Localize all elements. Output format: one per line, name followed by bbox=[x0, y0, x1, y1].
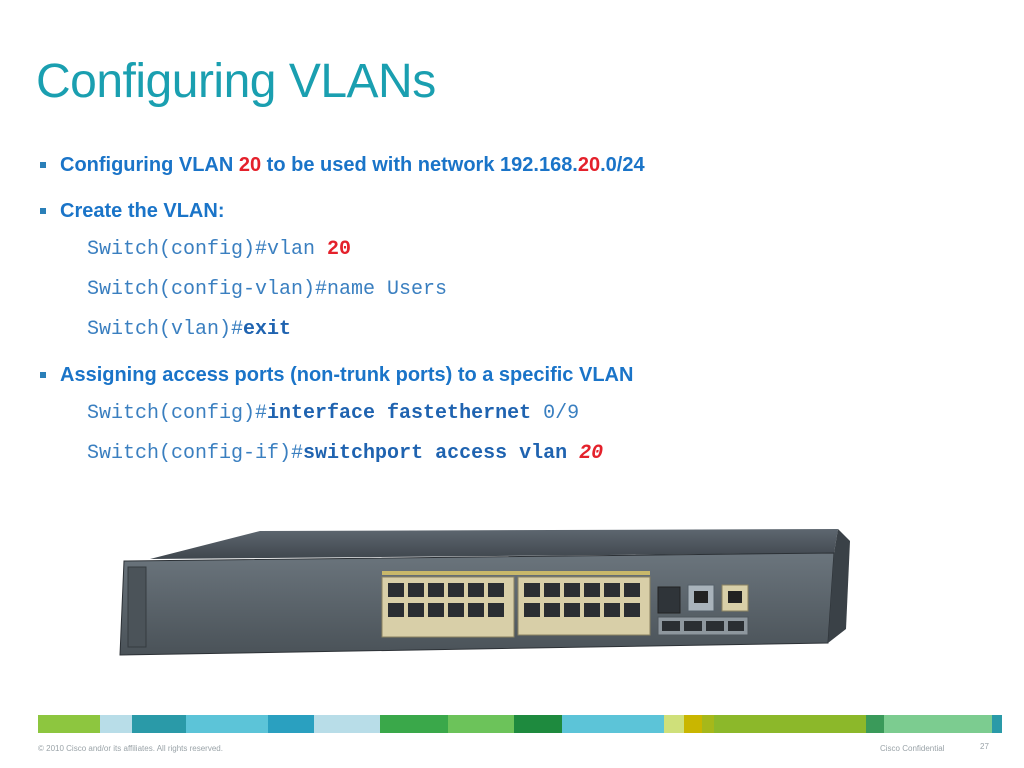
color-band bbox=[562, 715, 664, 733]
network-switch-image bbox=[119, 529, 850, 656]
color-band bbox=[714, 715, 866, 733]
bullet3-text: Assigning access ports (non-trunk ports)… bbox=[60, 364, 634, 386]
color-band bbox=[884, 715, 992, 733]
bullet1-vlan-id: 20 bbox=[238, 154, 262, 176]
bullet1-part1: Configuring VLAN bbox=[60, 154, 239, 176]
color-band bbox=[268, 715, 314, 733]
color-band bbox=[380, 715, 448, 733]
code-line-vlan: Switch(config)#vlan 20 bbox=[87, 238, 351, 261]
code-prefix: Switch(config-if)# bbox=[87, 442, 304, 465]
bullet1-part2: to be used with network 192.168. bbox=[261, 154, 578, 176]
code-cmd: switchport access vlan bbox=[303, 442, 580, 465]
code-cmd: interface fastethernet bbox=[267, 402, 532, 425]
copyright-text: © 2010 Cisco and/or its affiliates. All … bbox=[38, 744, 223, 753]
code-line-exit: Switch(vlan)#exit bbox=[87, 318, 291, 341]
bullet1-subnet-octet: 20 bbox=[577, 154, 601, 176]
color-band bbox=[314, 715, 380, 733]
color-band bbox=[100, 715, 132, 733]
code-vlan-id: 20 bbox=[327, 238, 352, 261]
color-band bbox=[186, 715, 268, 733]
page-number: 27 bbox=[980, 742, 989, 751]
color-band bbox=[992, 715, 1002, 733]
color-band bbox=[38, 715, 100, 733]
uplink-ports bbox=[657, 584, 749, 636]
ethernet-port-block bbox=[381, 576, 515, 638]
color-band bbox=[684, 715, 702, 733]
code-arg: 0/9 bbox=[531, 402, 580, 425]
footer-color-strip bbox=[38, 715, 1002, 733]
color-band bbox=[702, 715, 714, 733]
confidential-label: Cisco Confidential bbox=[880, 744, 945, 753]
code-line-interface: Switch(config)#interface fastethernet 0/… bbox=[87, 402, 579, 425]
bullet-square-icon bbox=[40, 208, 46, 214]
color-band bbox=[866, 715, 884, 733]
bullet-square-icon bbox=[40, 372, 46, 378]
bullet-vlan-network: Configuring VLAN 20 to be used with netw… bbox=[40, 154, 645, 177]
code-line-name: Switch(config-vlan)#name Users bbox=[87, 278, 447, 301]
bullet-assign-ports: Assigning access ports (non-trunk ports)… bbox=[40, 364, 633, 387]
code-text: Switch(config-vlan)#name Users bbox=[87, 278, 448, 301]
code-line-switchport: Switch(config-if)#switchport access vlan… bbox=[87, 442, 603, 465]
color-band bbox=[514, 715, 562, 733]
slide-title: Configuring VLANs bbox=[36, 55, 436, 108]
bullet-square-icon bbox=[40, 162, 46, 168]
code-cmd: exit bbox=[243, 318, 292, 341]
code-prefix: Switch(config)#vlan bbox=[87, 238, 328, 261]
color-band bbox=[448, 715, 514, 733]
code-prefix: Switch(vlan)# bbox=[87, 318, 244, 341]
bullet-create-vlan: Create the VLAN: bbox=[40, 200, 224, 223]
code-prefix: Switch(config)# bbox=[87, 402, 268, 425]
ethernet-port-block bbox=[517, 576, 651, 636]
color-band bbox=[132, 715, 186, 733]
bullet2-text: Create the VLAN: bbox=[60, 200, 225, 222]
code-vlan-id: 20 bbox=[579, 442, 604, 465]
color-band bbox=[664, 715, 684, 733]
bullet1-part3: .0/24 bbox=[600, 154, 645, 176]
